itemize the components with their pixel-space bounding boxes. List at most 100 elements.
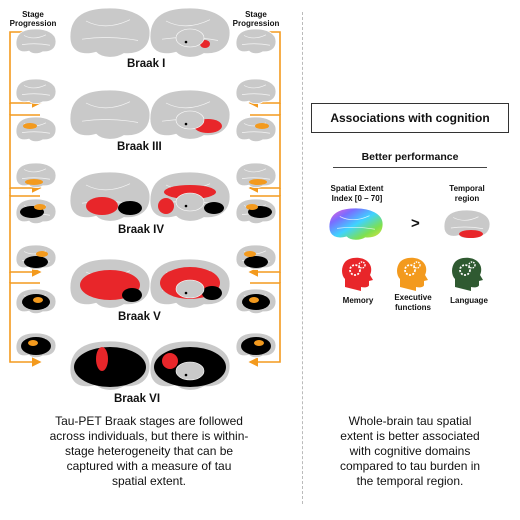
small-brain-right-1-outline	[235, 78, 277, 105]
braak-iii-label: Braak III	[117, 141, 162, 153]
small-brain-spot-5-1-0	[244, 256, 268, 268]
better-performance-underline	[333, 167, 487, 168]
big-brain-lateral-0	[69, 7, 151, 58]
small-brain-right-3-sulcus2	[241, 177, 271, 180]
panel-divider	[302, 12, 303, 504]
small-brain-spot-4-0-1	[34, 204, 46, 210]
big-brain-medial-1	[149, 89, 231, 140]
medial-dot-1	[184, 122, 188, 126]
temporal-region-highlight	[459, 230, 483, 238]
left-caption: Tau-PET Braak stages are followed across…	[49, 414, 249, 488]
big-lateral-spot-4-0	[74, 347, 146, 387]
temporal-brain-sulcus	[453, 216, 479, 221]
braak-i-label: Braak I	[127, 58, 166, 70]
small-brain-spot-6-0-1	[33, 297, 43, 303]
big-brain-medial-3	[149, 258, 231, 309]
big-brain-lateral-0-sulcus	[85, 19, 131, 27]
right-caption: Whole-brain tau spatial extent is better…	[339, 414, 481, 488]
small-brain-left-0	[15, 28, 57, 55]
small-brain-left-3-sulcus2	[21, 177, 51, 180]
language-label: Language	[450, 296, 488, 305]
language-head-icon-gear	[459, 264, 471, 276]
small-brain-right-2	[235, 116, 277, 143]
small-brain-left-1-sulcus	[23, 84, 47, 89]
braak-v-label: Braak V	[118, 311, 161, 323]
small-brain-left-0-sulcus	[23, 34, 47, 39]
executive-functions-head-icon	[397, 257, 428, 291]
arrow-left-3	[9, 282, 42, 367]
memory-head-icon-gear-small	[358, 261, 366, 269]
big-medial-spot-2-0	[164, 185, 216, 199]
small-brain-left-3-sulcus	[23, 168, 47, 173]
small-brain-right-3-sulcus	[243, 168, 267, 173]
big-medial-spot-3-1	[202, 286, 222, 300]
big-brain-lateral-2	[69, 171, 151, 222]
small-brain-spot-6-1-1	[249, 297, 259, 303]
small-brain-left-1-outline	[15, 78, 57, 105]
medial-wall-4	[175, 361, 205, 381]
executive-functions-head-icon-gear-small	[413, 261, 421, 269]
small-brain-left-5	[15, 244, 57, 271]
big-brain-lateral-0-outline	[69, 7, 151, 58]
big-brain-lateral-1-sulcus	[85, 101, 131, 109]
small-brain-right-1	[235, 78, 277, 105]
medial-wall-3	[175, 279, 205, 299]
big-lateral-spot-4-1	[96, 347, 108, 371]
arrow-right-3	[248, 282, 281, 367]
memory-label: Memory	[342, 296, 374, 305]
language-head-icon-gear-small	[468, 261, 476, 269]
small-brain-spot-3-0-0	[25, 179, 43, 185]
small-brain-left-3	[15, 162, 57, 189]
small-brain-right-0	[235, 28, 277, 55]
arrow-right-2	[248, 195, 281, 277]
small-brain-left-1-sulcus2	[21, 93, 51, 96]
memory-head-icon-gear	[349, 264, 361, 276]
small-brain-left-4	[15, 198, 57, 225]
big-brain-lateral-3	[69, 258, 151, 309]
big-brain-lateral-1	[69, 89, 151, 140]
spatial-extent-brain-outline	[328, 207, 384, 241]
better-performance-label: Better performance	[361, 151, 459, 163]
spatial-extent-brain-sulcus2	[337, 226, 375, 230]
temporal-brain	[443, 209, 491, 239]
medial-dot-4	[184, 373, 188, 377]
big-lateral-spot-3-1	[122, 288, 142, 302]
small-brain-spot-2-1-0	[255, 123, 269, 129]
small-brain-right-1-sulcus2	[241, 93, 271, 96]
small-brain-right-0-sulcus2	[241, 43, 271, 46]
big-brain-medial-4	[149, 340, 231, 391]
greater-than-sign: >	[411, 215, 420, 232]
big-brain-lateral-1-outline	[69, 89, 151, 140]
small-brain-right-4	[235, 198, 277, 225]
big-brain-lateral-4	[69, 340, 151, 391]
executive-functions-head-icon-gear	[404, 264, 416, 276]
small-brain-spot-5-0-0	[24, 256, 48, 268]
small-brain-spot-7-1-0	[241, 337, 271, 355]
braak-iv-label: Braak IV	[118, 224, 165, 236]
medial-wall-0	[175, 28, 205, 48]
small-brain-left-2-sulcus2	[21, 131, 51, 134]
small-brain-spot-2-0-0	[23, 123, 37, 129]
associations-title: Associations with cognition	[330, 111, 490, 125]
small-brain-left-7	[15, 332, 57, 359]
spatial-extent-brain-sulcus	[339, 215, 370, 221]
small-brain-left-2-outline	[15, 116, 57, 143]
small-brain-right-3	[235, 162, 277, 189]
medial-dot-2	[184, 204, 188, 208]
big-brain-lateral-0-sulcus2	[81, 37, 139, 41]
big-brain-medial-0	[149, 7, 231, 58]
memory-head-icon	[342, 257, 373, 291]
big-brain-medial-1-sulcus	[165, 101, 211, 109]
arrow-left-2	[9, 195, 42, 277]
small-brain-spot-5-0-1	[36, 251, 48, 257]
small-brain-spot-7-0-1	[28, 340, 38, 346]
big-medial-spot-2-1	[204, 202, 224, 214]
big-brain-lateral-1-sulcus2	[81, 119, 139, 123]
small-brain-right-2-sulcus2	[241, 131, 271, 134]
big-brain-medial-2	[149, 171, 231, 222]
medial-dot-3	[184, 291, 188, 295]
